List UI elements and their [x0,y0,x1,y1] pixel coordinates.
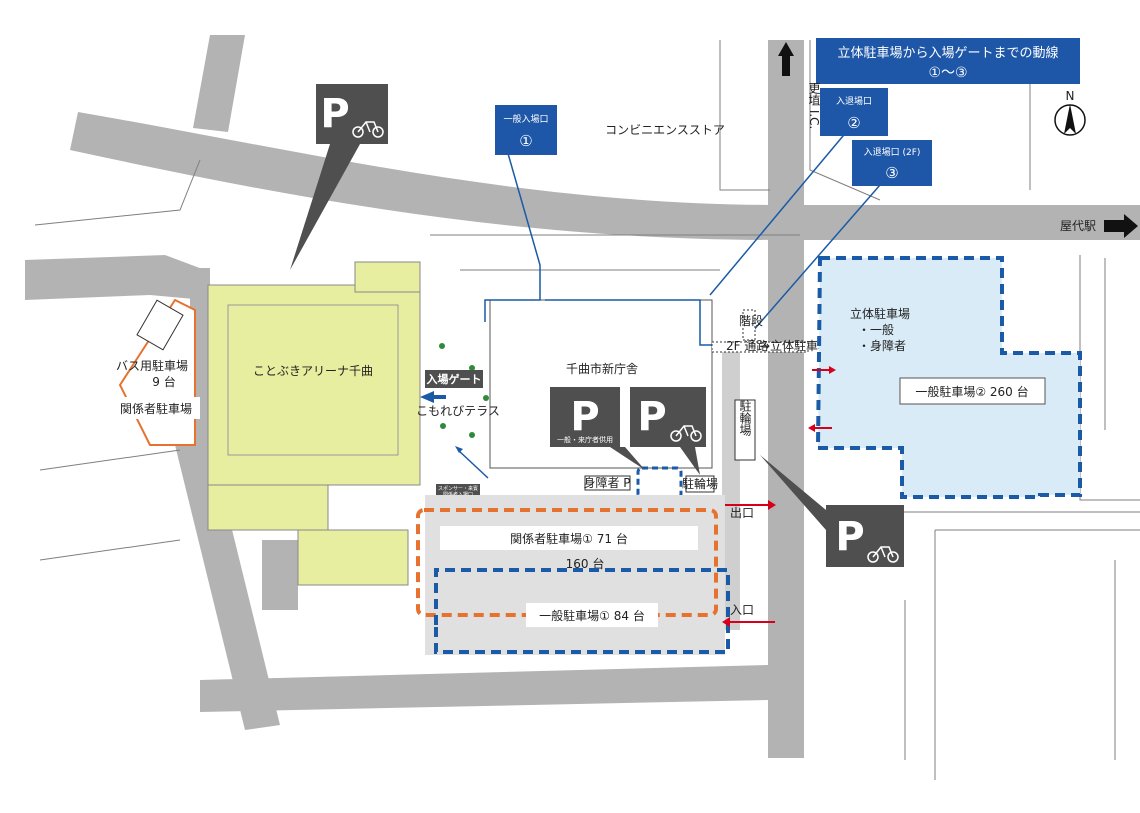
compass-needle-icon [1064,104,1076,134]
parking-sign-bike-p: P [637,394,666,440]
yashiro-station-label: 屋代駅 [1060,219,1096,233]
stairs-box [742,309,756,341]
entrance-3-num: ③ [885,164,898,182]
main-curved-road [70,112,1140,240]
parking-sign-right-bike [826,505,904,567]
komorebi-terrace-label: こもれびテラス [416,404,500,418]
parking-sign-general [550,387,620,447]
bus-parking-count: 9 台 [152,374,175,389]
parking-sign-bike-pointer [680,447,700,475]
parking-sign-arena-pointer [290,144,360,270]
terrace-flow-arrow [457,449,489,479]
title-line1: 立体駐車場から入場ゲートまでの動線 [837,45,1058,61]
general-parking-1-outline [434,568,730,654]
south-road [200,665,768,712]
bicycle-icon [867,546,899,563]
entry-gate-sign [425,370,483,388]
parking-sign-arena-p: P [320,91,349,137]
staff-parking-bg [112,397,200,419]
general-p-dash-box [636,466,683,500]
city-hall-label: 千曲市新庁舎 [566,361,638,376]
entrance-1-num: ① [519,132,532,150]
sponsor-entrance-line1: スポンサー・来賓 [438,485,478,492]
passage-2f [711,341,809,353]
staff-parking-label: 関係者駐車場 [120,401,192,416]
sponsor-entrance-sign [436,484,480,498]
west-road [25,255,205,300]
entrance-2-num: ② [847,114,860,132]
arena-building [207,261,421,586]
arena-bottom-road [262,540,298,610]
title-box [816,38,1080,84]
bicycle-parking-vertical [734,399,756,461]
convenience-store-label: コンビニエンスストア [605,123,725,137]
general-parking-1-label: 一般駐車場① 84 台 [539,608,645,623]
parking-sign-arena-bike [316,84,388,144]
staff-parking-1-outline [416,508,718,617]
parking-sign-bike [630,387,706,447]
general-parking-2-box [899,377,1046,405]
bicycle-icon [352,121,384,138]
arena-label: ことぶきアリーナ千曲 [253,364,373,378]
entrance-1-label: 一般入場口 [503,113,548,125]
parking-sign-general-pointer [610,447,645,470]
bicycle-parking-small-label: 駐輪場 [682,476,718,491]
bicycle-parking-small-box [685,475,715,493]
entrance-1-box [495,105,557,155]
disabled-parking-label: 身障者 P [583,475,630,490]
compass-north-label: N [1066,89,1075,103]
entrance-2-box [820,88,888,136]
to-multistory-label: →立体駐車場 [760,338,830,353]
disabled-parking-box [584,475,631,491]
general-parking-1-bg [526,603,658,627]
parking-sign-right-p: P [835,514,864,560]
koshoku-ic-road [768,40,804,758]
title-line2: ①〜③ [928,65,967,81]
parking-lot-stalls [425,495,725,655]
entrance-3-label: 入退場口 (2F) [864,146,921,158]
entrance-label: 入口 [730,603,754,617]
northwest-road [193,35,245,132]
parking-sign-general-p: P [570,394,599,440]
terrace-trees [439,343,489,438]
stairs-label: 階段 [739,313,763,328]
north-direction-arrow [778,42,794,76]
entrance-2-label: 入退場口 [836,95,872,107]
general-visitor-shared-label: 一般・来庁者供用 [557,435,613,444]
bicycle-parking-vertical-label: 駐輪場 [738,399,752,437]
sponsor-entrance-line2: 関係者入場口 [443,491,473,498]
staff-parking-1-label: 関係者駐車場① 71 台 [510,531,628,546]
multistory-disabled: ・身障者 [858,338,906,353]
parking-sign-right-pointer [760,455,826,530]
staff-parking-1-bg [440,526,698,550]
multistory-general: ・一般 [858,322,894,337]
bus-parking-label: バス用駐車場 [116,358,188,373]
passage-2f-label: 2F 通路 [726,338,768,353]
roads [25,35,1140,758]
entry-gate-arrow [420,391,446,403]
entrance-3-box [852,140,932,186]
general-parking-2-label: 一般駐車場② 260 台 [915,384,1028,399]
entry-gate-label: 入場ゲート [427,372,482,386]
southwest-road [175,440,280,730]
exit-label: 出口 [730,506,754,520]
bicycle-icon [670,425,702,442]
multistory-parking-label: 立体駐車場 [850,306,910,321]
count-160-label: 160 台 [566,556,605,571]
koshoku-ic-label: 更埴 I.C. [807,82,821,129]
east-direction-arrow [1104,214,1138,238]
